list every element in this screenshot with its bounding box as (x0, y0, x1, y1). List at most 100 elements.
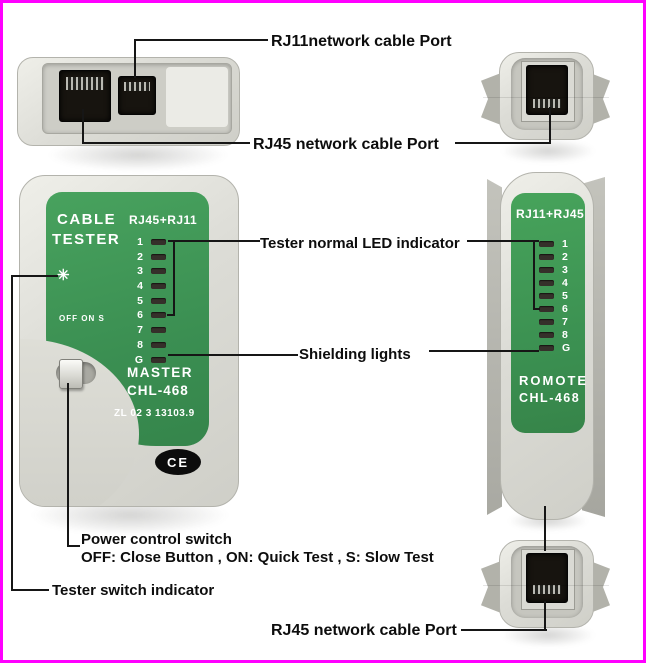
led-number-label: 6 (562, 303, 568, 315)
led-row: 1 (539, 239, 570, 249)
led-light-icon (151, 341, 166, 348)
callout-line (82, 142, 250, 144)
rj11-pins-icon (124, 82, 150, 91)
led-number-label: G (134, 353, 143, 366)
master-led-header: RJ45+RJ11 (129, 213, 198, 227)
callout-line (134, 39, 268, 41)
master-serial-label: ZL 02 3 13103.9 (114, 408, 195, 419)
callout-bracket (167, 314, 175, 316)
callout-line (82, 109, 84, 144)
led-light-icon (151, 327, 166, 334)
led-row: 8 (539, 330, 570, 340)
callout-line (544, 506, 546, 551)
led-light-icon (151, 268, 166, 275)
led-row: 7 (129, 325, 166, 335)
led-number-label: 3 (562, 264, 568, 276)
led-light-icon (539, 319, 554, 325)
side-wing (481, 73, 501, 125)
callout-line (11, 589, 49, 591)
seam-line (483, 585, 609, 586)
callout-line (549, 107, 551, 144)
master-tester (19, 175, 239, 507)
led-number-label: 6 (137, 309, 143, 322)
led-row: 7 (539, 317, 570, 327)
led-light-icon (151, 312, 166, 319)
callout-line (467, 240, 539, 242)
callout-line (11, 275, 58, 277)
rj45-pins-icon (533, 99, 561, 108)
led-number-label: 2 (137, 250, 143, 263)
master-model-label: CHL-468 (127, 383, 189, 398)
led-row: 8 (129, 340, 166, 350)
led-row: 3 (539, 265, 570, 275)
side-wing (487, 179, 502, 515)
led-row: 2 (539, 252, 570, 262)
led-number-label: 4 (137, 280, 143, 293)
led-number-label: 1 (137, 236, 143, 248)
callout-bracket (533, 241, 535, 310)
led-number-label: 1 (562, 238, 568, 250)
led-row: 2 (129, 250, 166, 263)
led-number-label: 5 (562, 290, 568, 302)
callout-line (11, 275, 13, 591)
led-number-label: 3 (137, 265, 143, 278)
led-row: G (539, 343, 570, 353)
seam-line (483, 97, 609, 98)
rj45-port (526, 553, 568, 603)
side-wing (481, 561, 501, 613)
led-number-label: 8 (137, 338, 143, 351)
led-number-label: 7 (562, 316, 568, 328)
led-row: 6 (129, 309, 166, 322)
remote-led-header: RJ11+RJ45 (516, 207, 585, 221)
led-light-icon (539, 267, 554, 273)
callout-line (168, 354, 298, 356)
remote-role-label: ROMOTE (519, 373, 589, 388)
led-number-label: 8 (562, 329, 568, 341)
label-rj45-port-top: RJ45 network cable Port (253, 136, 439, 153)
callout-line (455, 142, 551, 144)
led-number-label: 4 (562, 277, 568, 289)
label-shielding-lights: Shielding lights (299, 346, 411, 363)
led-light-icon (539, 345, 554, 351)
led-light-icon (539, 241, 554, 247)
led-row: 5 (129, 296, 166, 306)
blank-panel (166, 67, 228, 127)
side-wing (590, 73, 610, 125)
remote-green-panel (511, 193, 585, 433)
remote-model-label: CHL-468 (519, 391, 581, 405)
led-light-icon (539, 332, 554, 338)
led-light-icon (151, 297, 166, 304)
callout-bracket (533, 308, 540, 310)
starburst-indicator-icon: ✳ (57, 267, 70, 284)
callout-bracket (173, 241, 175, 316)
led-light-icon (151, 356, 166, 363)
side-wing (590, 561, 610, 613)
callout-line (134, 40, 136, 78)
master-role-label: MASTER (127, 365, 193, 380)
callout-line (544, 601, 546, 631)
callout-line (461, 629, 547, 631)
led-row: G (129, 353, 166, 366)
label-rj11-port: RJ11network cable Port (271, 33, 452, 50)
led-row: 1 (129, 237, 166, 247)
rj45-pins-icon (533, 585, 561, 594)
master-title-line1: CABLE (57, 211, 117, 228)
led-light-icon (539, 306, 554, 312)
led-light-icon (151, 283, 166, 290)
led-light-icon (539, 280, 554, 286)
callout-line (67, 383, 69, 547)
led-row: 5 (539, 291, 570, 301)
label-power-switch-title: Power control switch (81, 531, 232, 548)
led-number-label: G (562, 342, 571, 354)
led-number-label: 5 (137, 294, 143, 307)
callout-line (67, 545, 80, 547)
rj11-port (118, 76, 156, 115)
master-title-line2: TESTER (52, 231, 121, 248)
led-light-icon (151, 239, 166, 245)
led-row: 4 (539, 278, 570, 288)
led-number-label: 2 (562, 251, 568, 263)
rj45-port (526, 65, 568, 115)
